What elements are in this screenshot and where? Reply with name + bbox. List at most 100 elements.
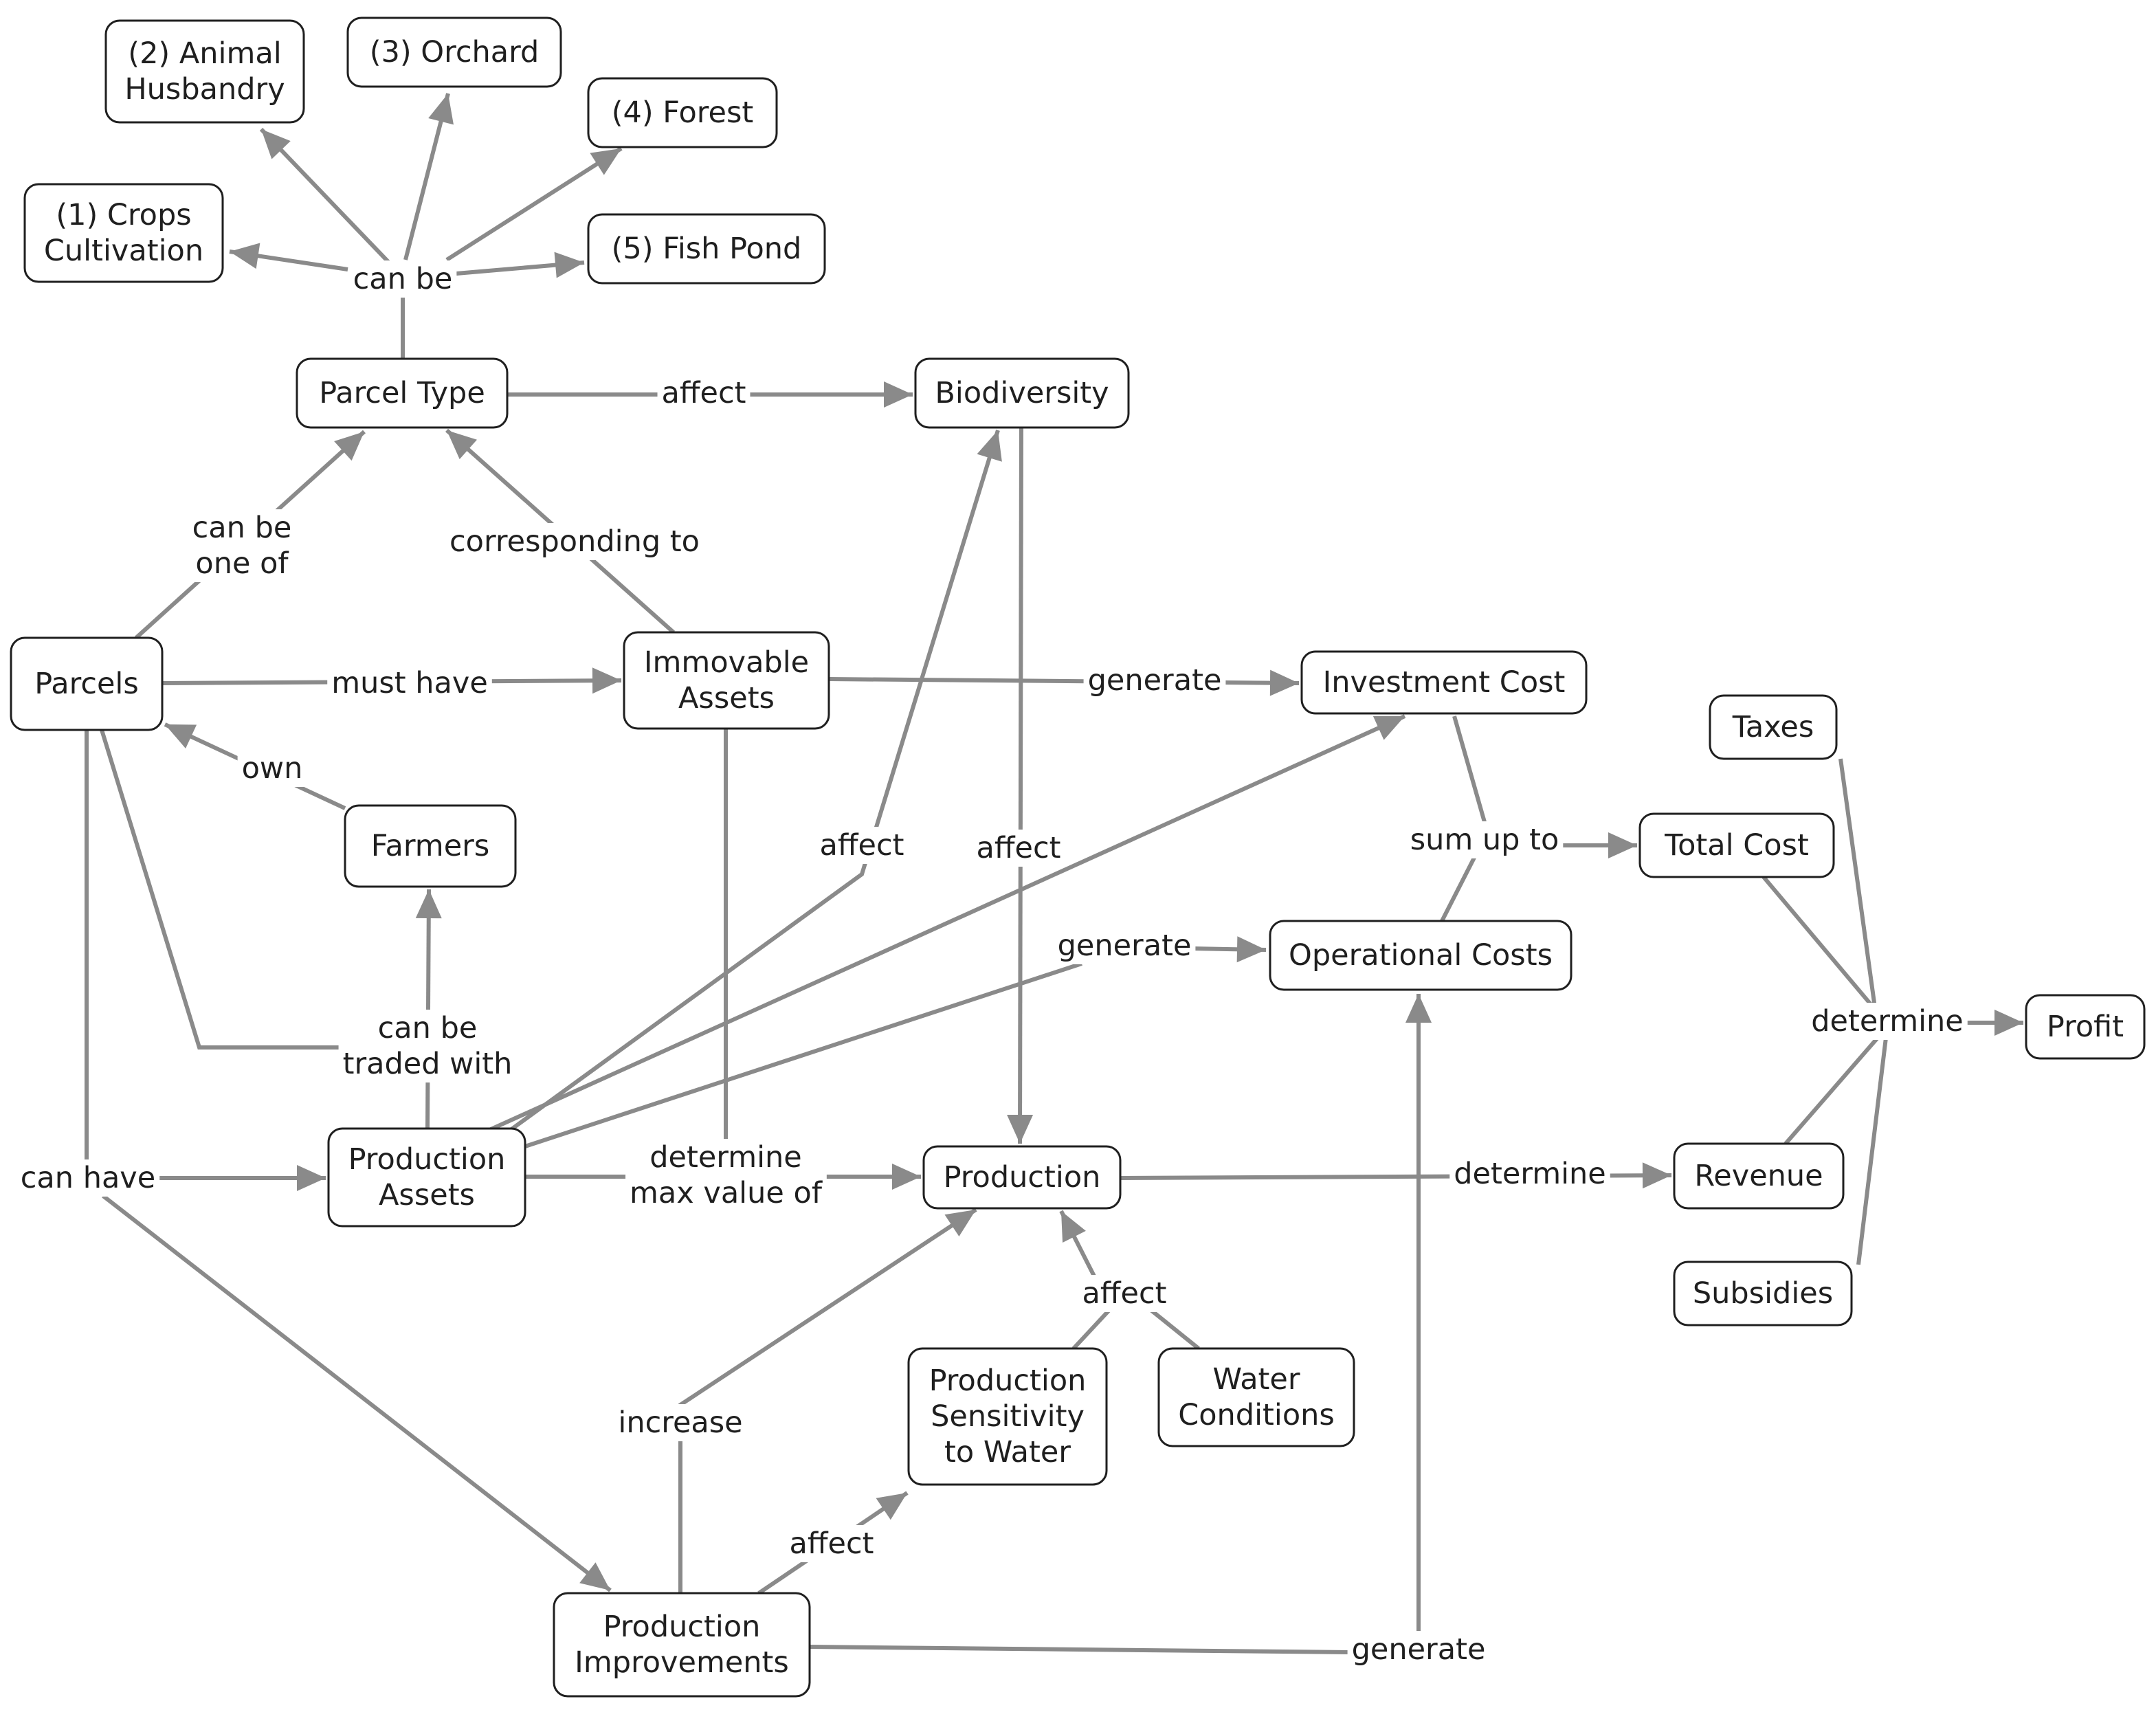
concept-box	[1300, 650, 1588, 715]
link-label-text: sum up to	[1410, 823, 1559, 857]
link-label-own: own	[237, 750, 307, 787]
link-label-background	[1053, 927, 1196, 964]
link-label-generate-improvements: generate	[1347, 1631, 1490, 1668]
edge-parcel-type-to-biodiversity-arrowhead	[884, 381, 913, 408]
concept-label: Subsidies	[1693, 1276, 1833, 1311]
link-label-can-be: can be	[348, 260, 457, 298]
link-label-background	[1449, 1155, 1610, 1192]
link-label-text: must have	[331, 666, 488, 700]
concept-label: Assets	[678, 681, 775, 715]
link-label-increase: increase	[614, 1404, 747, 1441]
link-label-text: can be	[378, 1011, 478, 1045]
concept-parcel-type: Parcel Type	[296, 357, 509, 429]
link-label-text: affect	[662, 376, 746, 410]
link-label-sum-up-to: sum up to	[1405, 821, 1564, 858]
edge-production-assets-to-biodiversity-arrowhead	[977, 430, 1002, 462]
concept-box	[1269, 920, 1572, 991]
edge-can-be-to-animal-husbandry-arrowhead	[261, 129, 291, 159]
edge-sensitivity-to-production-arrowhead	[1061, 1211, 1086, 1243]
edge-improvements-to-operational-costs-arrowhead	[1405, 994, 1432, 1023]
edge-can-be-to-fish-pond-arrowhead	[554, 252, 584, 278]
edge-taxes-to-determine	[1838, 758, 1877, 1008]
link-label-text: affect	[977, 831, 1061, 865]
link-label-text: affect	[820, 828, 904, 863]
edge-production-to-revenue-arrowhead	[1642, 1162, 1671, 1189]
link-label-background	[972, 830, 1065, 867]
edge-generate-to-operational-costs-arrowhead	[1236, 936, 1266, 963]
edge-parcels-to-production-assets	[100, 729, 377, 1050]
link-label-background	[1078, 1275, 1171, 1312]
link-label-corresponding-to: corresponding to	[445, 523, 704, 560]
link-label-affect-water: affect	[1078, 1275, 1171, 1312]
concept-label: to Water	[944, 1435, 1071, 1469]
link-label-background	[445, 523, 704, 560]
link-label-background	[625, 1139, 827, 1212]
edge-can-be-to-crops-cultivation-arrowhead	[230, 243, 260, 269]
concept-biodiversity: Biodiversity	[914, 357, 1130, 429]
link-label-text: generate	[1352, 1632, 1486, 1667]
edge-production-assets-to-production-arrowhead	[892, 1164, 921, 1190]
concept-label: Production	[603, 1610, 761, 1644]
concept-parcels: Parcels	[10, 636, 164, 731]
concept-subsidies: Subsidies	[1673, 1261, 1853, 1326]
concept-label: Water	[1212, 1362, 1300, 1397]
link-label-text: max value of	[630, 1176, 823, 1210]
link-label-background	[815, 827, 909, 864]
link-label-determine-revenue: determine	[1449, 1155, 1610, 1192]
concept-label: Production	[348, 1142, 506, 1177]
concept-revenue: Revenue	[1673, 1142, 1845, 1210]
concept-box	[907, 1347, 1108, 1486]
concept-label: Parcel Type	[319, 376, 485, 410]
concept-label: Profit	[2047, 1010, 2124, 1044]
edge-parcels-to-parcel-type-arrowhead	[334, 432, 364, 461]
concept-label: Operational Costs	[1289, 938, 1553, 973]
concept-label: (5) Fish Pond	[612, 232, 802, 266]
edge-parcels-to-immovable-assets-arrowhead	[592, 667, 621, 694]
edge-sum-up-to-total-cost-arrowhead	[1608, 832, 1637, 858]
link-label-text: can be	[353, 262, 453, 296]
edge-immovable-assets-to-parcel-type-arrowhead	[447, 430, 477, 460]
link-label-text: generate	[1058, 929, 1192, 963]
edge-can-be-to-animal-husbandry	[259, 127, 391, 265]
edge-operational-costs-to-total-cost	[1440, 855, 1477, 922]
edge-improvements-to-operational-costs	[809, 994, 1421, 1655]
link-label-text: traded with	[343, 1047, 513, 1081]
link-label-affect-sensitivity: affect	[785, 1525, 878, 1562]
edge-improvements-to-production-arrowhead	[944, 1210, 976, 1237]
link-label-can-have: can have	[16, 1159, 160, 1197]
concept-label: (4) Forest	[612, 96, 754, 130]
edge-can-have-to-production-assets-arrowhead	[297, 1165, 326, 1191]
concept-label: Parcels	[34, 667, 139, 701]
concept-box	[587, 77, 778, 148]
link-label-background	[785, 1525, 878, 1562]
concept-orchard: (3) Orchard	[346, 16, 562, 88]
link-label-background	[614, 1404, 747, 1441]
concept-box	[1673, 1261, 1853, 1326]
concept-label: Production	[929, 1364, 1087, 1398]
concept-label: Taxes	[1732, 710, 1814, 744]
edge-can-be-to-orchard-arrowhead	[428, 93, 454, 125]
concept-label: Total Cost	[1664, 828, 1809, 863]
edge-production-assets-to-operational-costs	[524, 962, 1082, 1148]
concept-taxes: Taxes	[1709, 694, 1838, 760]
edge-biodiversity-to-production-arrowhead	[1007, 1114, 1034, 1144]
link-label-background	[188, 509, 296, 582]
edge-production-assets-to-investment-cost-arrowhead	[1372, 715, 1405, 740]
concept-label: Assets	[379, 1178, 475, 1212]
edge-production-assets-to-farmers	[425, 889, 431, 1129]
link-label-text: one of	[195, 546, 289, 581]
concept-label: (1) Crops	[56, 198, 191, 232]
concept-box	[296, 357, 509, 429]
concept-box	[1638, 812, 1835, 878]
edge-can-be-to-forest-arrowhead	[590, 148, 621, 175]
edge-subsidies-to-determine	[1856, 1037, 1888, 1265]
